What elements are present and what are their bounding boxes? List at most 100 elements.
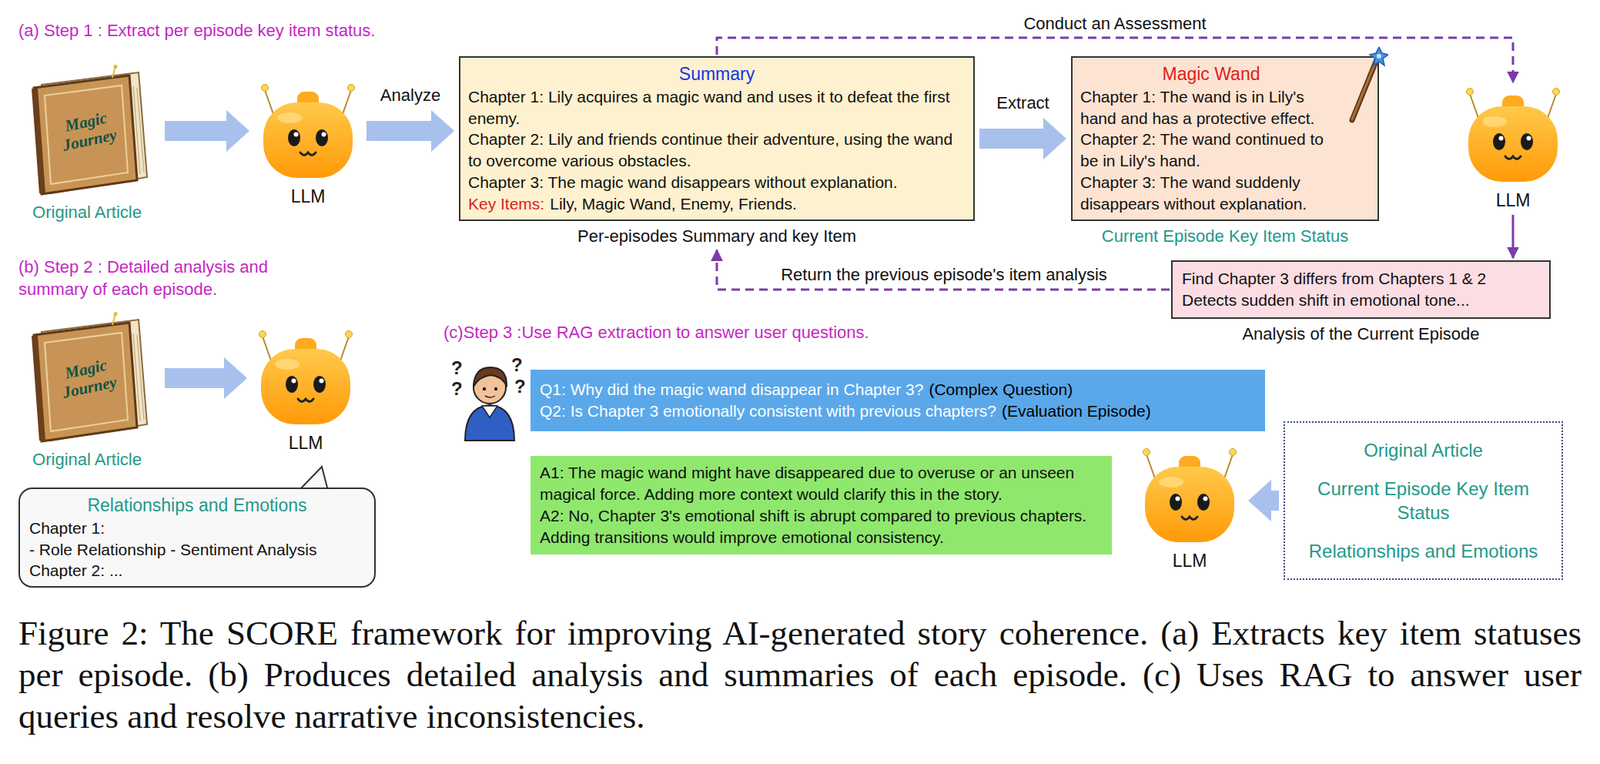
node-text: Chapter 2: The wand continued to be in L… bbox=[1080, 130, 1324, 170]
robot-antenna-tip bbox=[259, 331, 267, 339]
node-text: Detects sudden shift in emotional tone..… bbox=[1181, 291, 1470, 309]
node-heading: Per-episodes Summary and key Item bbox=[458, 225, 975, 248]
robot-figure bbox=[1459, 84, 1567, 185]
node-heading: LLM bbox=[251, 431, 360, 456]
user-eye bbox=[482, 387, 486, 391]
robot-antenna bbox=[262, 336, 272, 363]
node-text: (Complex Question) bbox=[928, 380, 1073, 399]
answer-box: A1: The magic wand might have disappeare… bbox=[530, 455, 1112, 555]
magic-wand-picture bbox=[1342, 46, 1389, 124]
text-line: Magic Wand bbox=[1080, 62, 1343, 87]
robot-antenna-tip bbox=[1229, 448, 1237, 456]
text-line: Detects sudden shift in emotional tone..… bbox=[1181, 289, 1540, 312]
robot-shine bbox=[277, 112, 302, 124]
robot-antenna bbox=[264, 90, 275, 117]
node-text: Current Episode Key Item Status bbox=[1317, 478, 1530, 523]
flow-connector bbox=[1512, 214, 1515, 258]
robot-antenna-tip bbox=[348, 84, 355, 92]
summary-box-shape: SummaryChapter 1: Lily acquires a magic … bbox=[458, 56, 975, 221]
flow-connector bbox=[716, 250, 1170, 290]
robot-eye-glint bbox=[1526, 136, 1532, 141]
node-heading: LLM bbox=[1135, 549, 1244, 573]
item-status-box: Magic WandChapter 1: The wand is in Lily… bbox=[1071, 56, 1380, 248]
node-text: Summary bbox=[679, 63, 755, 84]
edge-label: Extract bbox=[994, 93, 1052, 114]
llm-robot: LLM bbox=[1135, 445, 1244, 573]
user-eye bbox=[494, 387, 498, 391]
user-hair bbox=[473, 367, 507, 387]
book-icon-shape: Magic Journey bbox=[21, 311, 153, 445]
step-label: (c)Step 3 :Use RAG extraction to answer … bbox=[443, 321, 870, 345]
text-line: Chapter 2: ... bbox=[29, 559, 365, 582]
robot-antenna bbox=[1146, 454, 1156, 481]
node-text: Chapter 2: Lily and friends continue the… bbox=[468, 130, 953, 170]
user-icon bbox=[465, 367, 515, 441]
text-line: Chapter 2: Lily and friends continue the… bbox=[468, 128, 966, 172]
summary-box: SummaryChapter 1: Lily acquires a magic … bbox=[458, 56, 975, 248]
text-line: Original Article bbox=[1363, 438, 1483, 462]
robot-eye-glint bbox=[319, 378, 325, 384]
robot-antenna bbox=[1223, 454, 1233, 481]
robot-antenna bbox=[339, 336, 349, 363]
robot-antenna-tip bbox=[1143, 448, 1151, 456]
robot-antenna-tip bbox=[261, 84, 269, 92]
node-heading: Original Article bbox=[13, 201, 161, 225]
robot-mouth bbox=[1181, 516, 1198, 520]
llm-robot: LLM bbox=[1459, 84, 1567, 213]
item-status-box-shape: Magic WandChapter 1: The wand is in Lily… bbox=[1071, 56, 1380, 221]
robot-eye-glint bbox=[1499, 136, 1504, 141]
block-arrow bbox=[979, 117, 1067, 160]
book-cover bbox=[33, 75, 138, 195]
robot-antenna bbox=[1546, 93, 1557, 121]
book-page-edge bbox=[137, 87, 144, 173]
node-text: Magic Wand bbox=[1162, 63, 1261, 84]
robot-figure bbox=[254, 80, 362, 181]
text-line: Find Chapter 3 differs from Chapters 1 &… bbox=[1181, 267, 1540, 290]
figure-caption: Figure 2: The SCORE framework for improv… bbox=[18, 612, 1582, 737]
robot-eye bbox=[287, 129, 301, 147]
text-line: Relationships and Emotions bbox=[29, 493, 365, 518]
user-collar bbox=[482, 405, 498, 418]
robot-eye bbox=[1492, 133, 1506, 151]
analysis-box-shape: Find Chapter 3 differs from Chapters 1 &… bbox=[1171, 260, 1551, 319]
book-ribbon-end bbox=[113, 64, 118, 69]
text-line: A1: The magic wand might have disappeare… bbox=[539, 461, 1103, 506]
book-spine bbox=[34, 88, 43, 194]
robot-eye bbox=[285, 375, 298, 393]
robot-figure bbox=[251, 327, 360, 428]
node-text: Q2: Is Chapter 3 emotionally consistent … bbox=[539, 401, 997, 420]
robot-antenna-tip bbox=[1553, 88, 1560, 96]
step-label: (a) Step 1 : Extract per episode key ite… bbox=[18, 20, 375, 43]
node-text: Lily, Magic Wand, Enemy, Friends. bbox=[549, 194, 797, 213]
robot-mouth bbox=[297, 398, 314, 402]
source-box-shape: Original ArticleCurrent Episode Key Item… bbox=[1283, 421, 1564, 580]
text-line: Relationships and Emotions bbox=[1308, 538, 1539, 563]
robot-eye-glint bbox=[321, 132, 327, 138]
text-line: Current Episode Key Item Status bbox=[1297, 476, 1550, 525]
question-mark: ? bbox=[451, 376, 463, 401]
text-line: A2: No, Chapter 3's emotional shift is a… bbox=[539, 505, 1103, 549]
robot-mouth bbox=[1505, 156, 1521, 160]
text-line: Q2: Is Chapter 3 emotionally consistent … bbox=[539, 400, 1256, 422]
robot-eye bbox=[313, 375, 326, 393]
book-cover-frame bbox=[44, 332, 128, 432]
node-text: Chapter 2: ... bbox=[29, 561, 123, 580]
edge-label: Analyze bbox=[378, 85, 443, 106]
book-page-edge bbox=[137, 334, 144, 420]
node-heading: LLM bbox=[254, 185, 362, 209]
speech-bubble-shape: Relationships and EmotionsChapter 1:- Ro… bbox=[18, 487, 376, 588]
book-cover-frame bbox=[44, 85, 128, 185]
question-mark: ? bbox=[514, 374, 526, 399]
block-arrow bbox=[1248, 479, 1279, 522]
robot-antenna-tip bbox=[345, 331, 353, 339]
robot-antenna-tip bbox=[1466, 88, 1474, 96]
robot-eye bbox=[315, 129, 329, 147]
edge-label: Return the previous episode's item analy… bbox=[778, 264, 1110, 285]
text-line: Summary bbox=[468, 62, 966, 87]
node-text: A2: No, Chapter 3's emotional shift is a… bbox=[539, 506, 1087, 546]
robot-body bbox=[1468, 106, 1558, 182]
robot-eye-glint bbox=[1203, 496, 1209, 502]
node-text: Chapter 1: The wand is in Lily's hand an… bbox=[1080, 87, 1315, 128]
node-text: Find Chapter 3 differs from Chapters 1 &… bbox=[1181, 269, 1487, 288]
edge-label: Conduct an Assessment bbox=[1020, 13, 1209, 34]
